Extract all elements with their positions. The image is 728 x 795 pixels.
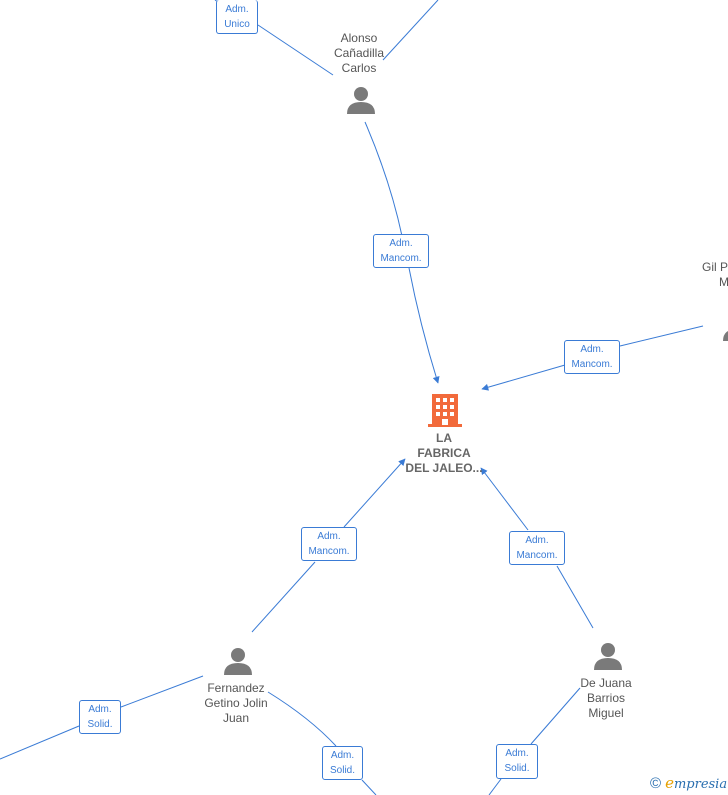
copyright-icon: © xyxy=(650,775,662,792)
edge-r8-bottom xyxy=(488,778,502,795)
edge-alonso-r2 xyxy=(364,121,403,237)
edge-r6-left xyxy=(0,725,80,760)
person-label-alonso[interactable]: Alonso Cañadilla Carlos xyxy=(333,31,385,75)
company-building-icon[interactable] xyxy=(428,392,462,428)
brand-logo-text: mpresia xyxy=(673,777,728,792)
person-label-gil[interactable]: Gil P M xyxy=(702,260,728,289)
edge-gil-r3 xyxy=(619,325,704,347)
edge-fernandez-r4 xyxy=(251,561,316,633)
empresia-watermark: ©empresia xyxy=(650,774,727,792)
edge-fernandez-r6 xyxy=(120,675,204,708)
company-name[interactable]: LA FABRICA DEL JALEO... xyxy=(405,431,483,475)
edge-alonso-top-right xyxy=(382,0,439,61)
person-label-fernandez[interactable]: Fernandez Getino Jolin Juan xyxy=(204,681,268,725)
edge-r4-company xyxy=(343,458,406,528)
edge-r2-company xyxy=(408,267,440,384)
edge-unico-alonso xyxy=(257,24,334,76)
person-icon-gil[interactable] xyxy=(722,312,728,342)
edge-dejuana-r8 xyxy=(530,687,581,745)
role-badge-adm-mancom-alonso[interactable]: Adm. Mancom. xyxy=(373,234,429,268)
edge-r5-company xyxy=(480,467,529,531)
person-icon-alonso[interactable] xyxy=(346,85,376,115)
edge-r3-company xyxy=(481,364,566,391)
edge-fernandez-r7 xyxy=(267,691,337,747)
brand-logo-initial: e xyxy=(665,774,674,792)
role-badge-adm-solid-fernandez[interactable]: Adm. Solid. xyxy=(322,746,363,780)
role-badge-adm-mancom-dejuana[interactable]: Adm. Mancom. xyxy=(509,531,565,565)
edge-r7-bottom xyxy=(361,779,377,795)
role-badge-adm-mancom-gil[interactable]: Adm. Mancom. xyxy=(564,340,620,374)
person-icon-dejuana[interactable] xyxy=(593,641,623,671)
role-badge-adm-mancom-fernandez[interactable]: Adm. Mancom. xyxy=(301,527,357,561)
role-badge-adm-solid-left[interactable]: Adm. Solid. xyxy=(79,700,121,734)
person-icon-fernandez[interactable] xyxy=(223,646,253,676)
person-label-dejuana[interactable]: De Juana Barrios Miguel xyxy=(580,676,632,720)
role-badge-adm-unico[interactable]: Adm. Unico xyxy=(216,0,258,34)
role-badge-adm-solid-dejuana[interactable]: Adm. Solid. xyxy=(496,744,538,779)
edge-dejuana-r5 xyxy=(556,565,594,629)
